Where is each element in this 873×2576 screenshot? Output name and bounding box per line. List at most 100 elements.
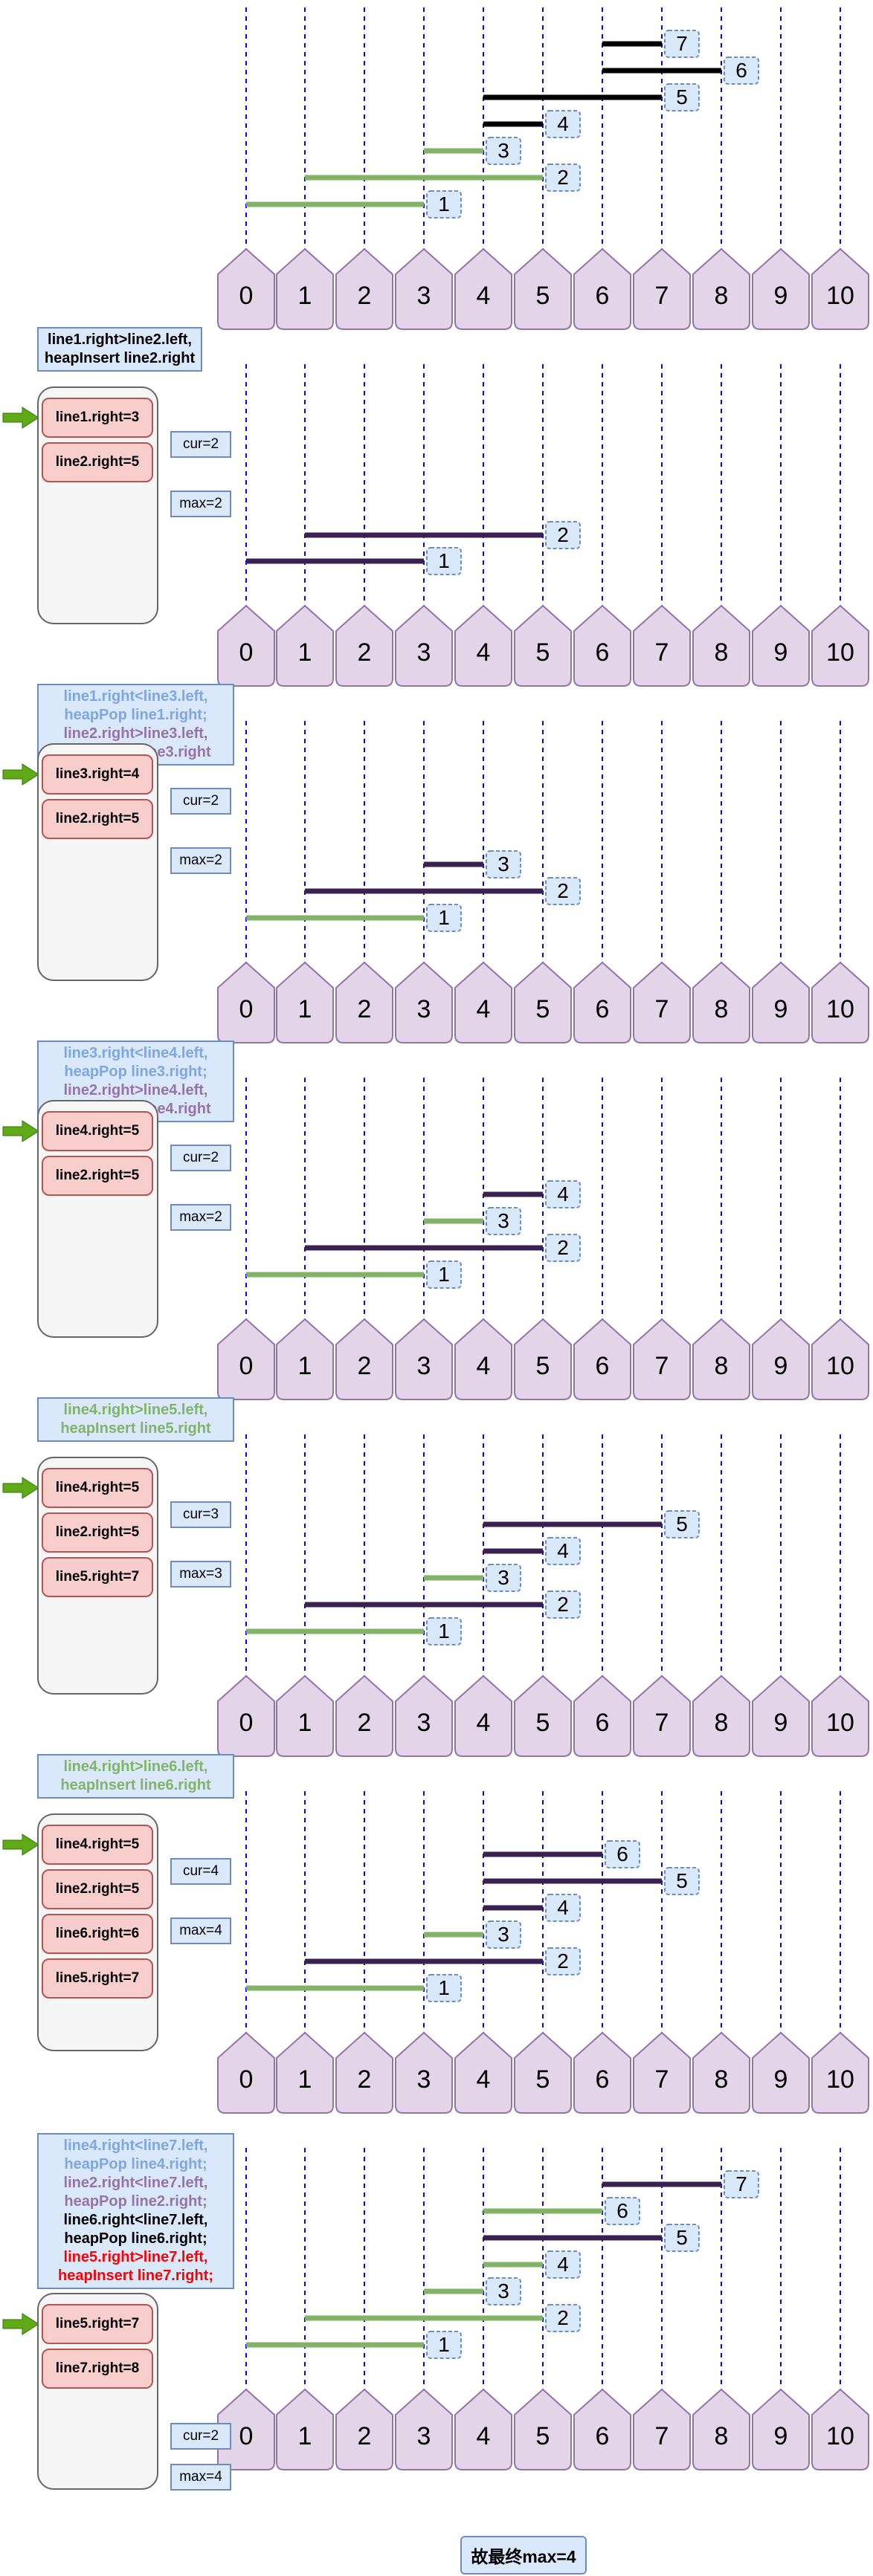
axis-house-8 <box>692 247 750 330</box>
axis-label-1: 1 <box>298 638 312 667</box>
cur-value: cur=3 <box>170 1501 231 1528</box>
axis-label-10: 10 <box>826 282 854 310</box>
axis-label-0: 0 <box>239 1709 254 1737</box>
axis-house-8 <box>692 2031 750 2114</box>
heap-item: line1.right=3 <box>42 398 153 438</box>
heap-item: line3.right=4 <box>42 754 153 795</box>
axis-label-10: 10 <box>826 995 854 1023</box>
axis-label-8: 8 <box>715 2065 729 2094</box>
segment-label-2: 2 <box>557 1593 569 1616</box>
axis-label-3: 3 <box>417 638 431 667</box>
heap-item: line4.right=5 <box>42 1468 153 1508</box>
axis-house-5 <box>514 961 572 1043</box>
segment-label-box-3 <box>486 137 521 165</box>
axis-house-6 <box>573 2031 631 2114</box>
note-line: heapPop line4.right; <box>64 2156 207 2172</box>
note-line: line2.right<line7.left, <box>63 2175 208 2191</box>
axis-house-1 <box>276 961 334 1043</box>
axis-house-1 <box>276 247 334 330</box>
axis-label-4: 4 <box>477 995 491 1023</box>
heap-item: line2.right=5 <box>42 1512 153 1553</box>
axis-label-0: 0 <box>239 2422 254 2450</box>
note-line: heapPop line2.right; <box>64 2193 207 2210</box>
axis-label-5: 5 <box>536 2422 550 2450</box>
segment-label-2: 2 <box>557 1236 569 1259</box>
axis-house-7 <box>633 1318 691 1400</box>
axis-label-3: 3 <box>417 282 431 310</box>
axis-house-7 <box>633 1674 691 1757</box>
segment-label-1: 1 <box>438 192 450 216</box>
axis-house-5 <box>514 1674 572 1757</box>
axis-house-4 <box>454 2388 512 2470</box>
note-line: line4.right>line6.left, <box>63 1758 208 1775</box>
note-line: line4.right<line7.left, <box>63 2138 208 2154</box>
axis-house-9 <box>752 2388 810 2470</box>
axis-label-9: 9 <box>774 1709 788 1737</box>
heap-top-arrow-icon <box>2 2313 39 2335</box>
axis-house-9 <box>752 604 810 687</box>
heap-item: line5.right=7 <box>42 1958 153 1999</box>
max-value: max=3 <box>170 1561 231 1588</box>
segment-label-box-6 <box>724 56 759 85</box>
note-line: heapPop line3.right; <box>64 1064 207 1080</box>
axis-house-5 <box>514 1318 572 1400</box>
step-note: line1.right>line2.left,heapInsert line2.… <box>37 327 202 372</box>
segment-label-box-4 <box>545 110 581 138</box>
segment-label-box-3 <box>486 1920 521 1949</box>
segment-label-6: 6 <box>616 1842 628 1865</box>
cur-value: cur=2 <box>170 1145 231 1171</box>
axis-house-2 <box>335 1674 393 1757</box>
axis-house-4 <box>454 1318 512 1400</box>
axis-house-5 <box>514 2388 572 2470</box>
max-value: max=2 <box>170 847 231 874</box>
axis-house-10 <box>811 2031 869 2114</box>
step-note: line4.right>line6.left,heapInsert line6.… <box>37 1754 234 1799</box>
axis-house-2 <box>335 2388 393 2470</box>
segment-label-box-4 <box>545 1180 581 1208</box>
axis-label-5: 5 <box>536 1709 550 1737</box>
axis-label-7: 7 <box>655 282 669 310</box>
axis-house-2 <box>335 247 393 330</box>
axis-house-4 <box>454 961 512 1043</box>
segment-label-5: 5 <box>676 85 688 109</box>
segment-label-1: 1 <box>438 2333 450 2356</box>
axis-house-10 <box>811 2388 869 2470</box>
axis-label-10: 10 <box>826 1709 854 1737</box>
segment-label-6: 6 <box>735 59 747 82</box>
segment-label-box-3 <box>486 1207 521 1235</box>
note-line: line5.right>line7.left, <box>63 2249 208 2265</box>
segment-label-box-4 <box>545 1894 581 1922</box>
axis-house-7 <box>633 961 691 1043</box>
note-line: heapInsert line2.right <box>44 350 196 366</box>
segment-label-box-2 <box>545 1590 581 1619</box>
axis-house-0 <box>217 1674 275 1757</box>
axis-label-9: 9 <box>774 638 788 667</box>
axis-label-6: 6 <box>596 1709 610 1737</box>
axis-house-4 <box>454 247 512 330</box>
axis-label-3: 3 <box>417 1709 431 1737</box>
axis-house-3 <box>395 961 453 1043</box>
segment-label-box-7 <box>664 30 700 58</box>
axis-label-6: 6 <box>596 1352 610 1380</box>
axis-label-9: 9 <box>774 1352 788 1380</box>
axis-label-4: 4 <box>477 2065 491 2094</box>
segment-label-box-1 <box>426 1261 462 1289</box>
axis-label-10: 10 <box>826 2422 854 2450</box>
max-value: max=4 <box>170 1918 231 1944</box>
segment-label-3: 3 <box>497 2279 509 2302</box>
axis-house-7 <box>633 247 691 330</box>
axis-label-6: 6 <box>596 282 610 310</box>
axis-label-7: 7 <box>655 2422 669 2450</box>
axis-house-5 <box>514 604 572 687</box>
axis-label-1: 1 <box>298 2065 312 2094</box>
segment-label-box-2 <box>545 521 581 549</box>
axis-house-0 <box>217 247 275 330</box>
axis-label-7: 7 <box>655 995 669 1023</box>
heap-item: line4.right=5 <box>42 1111 153 1151</box>
axis-label-1: 1 <box>298 282 312 310</box>
